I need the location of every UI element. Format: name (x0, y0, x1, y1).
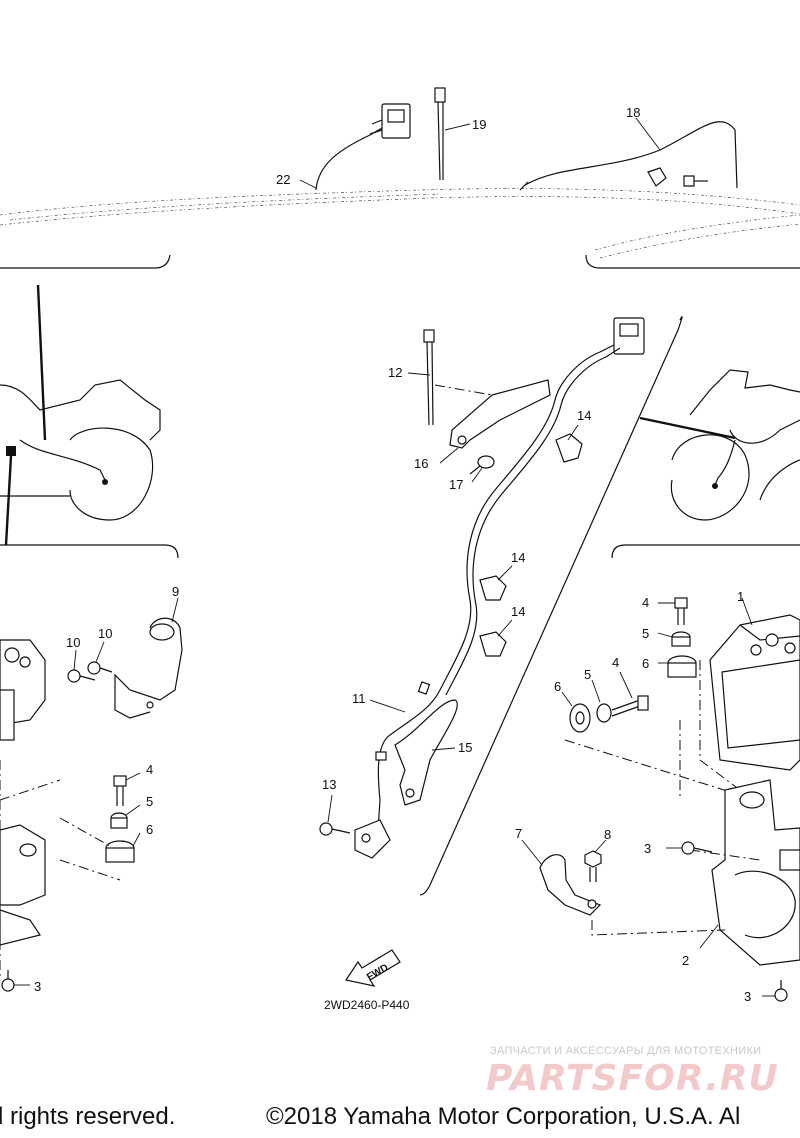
part-1-abs-unit (679, 614, 800, 800)
watermark-caption: ЗАПЧАСТИ И АКСЕССУАРЫ ДЛЯ МОТОТЕХНИКИ (490, 1045, 762, 1057)
part-7-bracket (539, 854, 726, 936)
right-motorcycle-silhouette (639, 369, 800, 521)
right-top-bolt-collar-grommet (667, 597, 697, 678)
callout-11: 11 (352, 691, 366, 706)
callout-14-bottom: 14 (511, 604, 525, 619)
part-8-bolt (584, 850, 602, 882)
top-harness-band (0, 188, 800, 269)
callout-4-left: 4 (146, 762, 153, 777)
callout-22: 22 (276, 172, 290, 187)
part-2-bracket (689, 779, 800, 966)
right-bolts-3 (681, 841, 788, 1002)
right-panel-border (611, 544, 800, 559)
callout-15: 15 (458, 740, 472, 755)
left-motorcycle-silhouette (0, 284, 161, 546)
callout-6-right-mid: 6 (554, 679, 561, 694)
part-22-sub-harness (315, 103, 411, 191)
part-14-clamps (479, 433, 583, 657)
callout-19: 19 (472, 117, 486, 132)
callout-17: 17 (449, 477, 463, 492)
callout-6-right-top: 6 (642, 656, 649, 671)
callout-14-middle: 14 (511, 550, 525, 565)
left-bolt-collar-grommet (59, 775, 135, 881)
callout-1: 1 (737, 589, 744, 604)
callout-5-right-mid: 5 (584, 667, 591, 682)
right-mid-bolt-collar-grommet (564, 695, 741, 796)
diagram-code: 2WD2460-P440 (324, 998, 410, 1012)
left-panel-border (0, 544, 179, 559)
footer-copyright-right: ©2018 Yamaha Motor Corporation, U.S.A. A… (266, 1103, 741, 1130)
callout-12: 12 (388, 365, 402, 380)
callout-16: 16 (414, 456, 428, 471)
callout-8: 8 (604, 827, 611, 842)
callout-2: 2 (682, 953, 689, 968)
part-18-harness (519, 121, 738, 191)
part-15-bracket (394, 699, 458, 806)
fwd-arrow (345, 949, 401, 987)
callout-3-left: 3 (34, 979, 41, 994)
callout-10-right: 10 (98, 626, 112, 641)
callout-5-left: 5 (146, 794, 153, 809)
callout-3-right-mid: 3 (644, 841, 651, 856)
callout-4-right-top: 4 (642, 595, 649, 610)
callout-18: 18 (626, 105, 640, 120)
callout-9: 9 (172, 584, 179, 599)
part-16-bracket (449, 379, 551, 449)
callout-14-top: 14 (577, 408, 591, 423)
callout-4-right-mid: 4 (612, 655, 619, 670)
watermark-logo: PARTSFOR.RU (486, 1058, 779, 1099)
callout-13: 13 (322, 777, 336, 792)
left-bolt-3 (1, 970, 15, 992)
part-13-bolt (319, 822, 351, 836)
callout-3-right-bottom: 3 (744, 989, 751, 1004)
left-bracket (0, 760, 61, 980)
part-17-bolt (469, 455, 495, 475)
part-19-cable-tie (434, 87, 446, 181)
part-12-cable-tie (423, 329, 435, 426)
footer-copyright-left: l rights reserved. (0, 1103, 176, 1130)
callout-10-left: 10 (66, 635, 80, 650)
center-divider-lines (419, 316, 683, 896)
callout-5-right-top: 5 (642, 626, 649, 641)
part-9-bracket (114, 617, 183, 719)
left-abs-unit (0, 639, 46, 741)
callout-7: 7 (515, 826, 522, 841)
callout-6-left: 6 (146, 822, 153, 837)
part-11-sensor-lead (354, 317, 645, 859)
